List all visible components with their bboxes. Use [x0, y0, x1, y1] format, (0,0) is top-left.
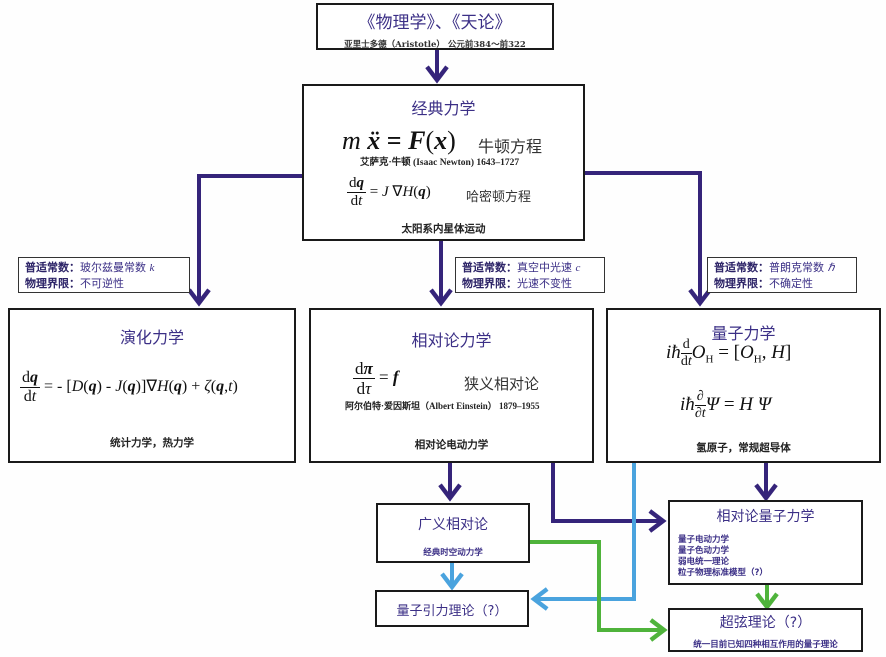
- rqm-item: 量子电动力学: [678, 535, 730, 545]
- constant-symbol: k: [149, 262, 155, 274]
- classical-application: 太阳系内星体运动: [401, 223, 486, 235]
- aristotle-box: 《物理学》、《天论》 亚里士多德（Aristotle） 公元前384～前322: [316, 3, 554, 50]
- arrow-quantum-to-qgravity: [534, 463, 636, 599]
- gr-subtitle: 经典时空动力学: [423, 548, 483, 558]
- constant-value: 普朗克常数: [769, 261, 824, 274]
- rqm-item: 弱电统一理论: [678, 557, 730, 567]
- gr-title: 广义相对论: [418, 517, 488, 533]
- relativity-application: 相对论电动力学: [414, 439, 489, 451]
- constant-label: 普适常数：: [25, 261, 80, 274]
- string-subtitle: 统一目前已知四种相互作用的量子理论: [693, 640, 838, 650]
- limit-value: 不可逆性: [80, 277, 124, 290]
- classical-mechanics-box: 经典力学 m ẍ = F(x) 牛顿方程 艾萨克·牛顿 (Isaac Newto…: [302, 84, 585, 241]
- constant-symbol: c: [575, 262, 581, 274]
- quantum-title: 量子力学: [711, 324, 776, 343]
- einstein-author: 阿尔伯特·爱因斯坦（Albert Einstein） 1879–1955: [345, 401, 540, 411]
- rqm-item: 量子色动力学: [678, 546, 730, 556]
- arrow-gr-to-string: [530, 540, 664, 630]
- aristotle-title: 《物理学》、《天论》: [358, 13, 512, 33]
- constants-box-lightspeed: 普适常数：真空中光速 c 物理界限：光速不变性: [455, 257, 605, 293]
- constant-label: 普适常数：: [462, 261, 517, 274]
- classical-title: 经典力学: [411, 99, 476, 118]
- string-title: 超弦理论（?）: [719, 615, 812, 631]
- quantum-gravity-box: 量子引力理论（?）: [375, 590, 529, 627]
- limit-label: 物理界限：: [714, 277, 769, 290]
- newton-author: 艾萨克·牛顿 (Isaac Newton) 1643–1727: [360, 158, 520, 168]
- string-theory-box: 超弦理论（?） 统一目前已知四种相互作用的量子理论: [668, 608, 863, 652]
- relativistic-qm-box: 相对论量子力学 量子电动力学 量子色动力学 弱电统一理论 粒子物理标准模型（?）: [668, 500, 863, 585]
- arrow-classical-to-evolution: [199, 174, 302, 303]
- newton-equation-label: 牛顿方程: [478, 137, 543, 156]
- limit-value: 光速不变性: [517, 277, 572, 290]
- relativity-title: 相对论力学: [411, 331, 492, 350]
- quantum-application: 氢原子，常规超导体: [696, 442, 791, 454]
- constant-value: 真空中光速: [517, 261, 572, 274]
- hamilton-equation-label: 哈密顿方程: [466, 190, 532, 205]
- newton-equation: m ẍ = F(x): [342, 126, 456, 155]
- evolution-application: 统计力学，热力学: [110, 437, 194, 449]
- arrow-relativity-to-rqm: [551, 463, 663, 521]
- arrow-classical-to-quantum: [585, 171, 700, 303]
- constant-value: 玻尔兹曼常数: [80, 261, 146, 274]
- relativity-equation-label: 狭义相对论: [464, 375, 540, 393]
- general-relativity-box: 广义相对论 经典时空动力学: [376, 503, 530, 563]
- rqm-items: 量子电动力学 量子色动力学 弱电统一理论 粒子物理标准模型（?）: [678, 535, 861, 579]
- constant-label: 普适常数：: [714, 261, 769, 274]
- limit-value: 不确定性: [769, 277, 813, 290]
- limit-label: 物理界限：: [25, 277, 80, 290]
- aristotle-subtitle: 亚里士多德（Aristotle） 公元前384～前322: [344, 40, 526, 50]
- rqm-item: 粒子物理标准模型（?）: [678, 568, 768, 578]
- constant-symbol: ℏ: [827, 262, 835, 274]
- qgravity-title: 量子引力理论（?）: [396, 604, 508, 619]
- constants-box-planck: 普适常数：普朗克常数 ℏ 物理界限：不确定性: [707, 257, 857, 293]
- constants-box-boltzmann: 普适常数：玻尔兹曼常数 k 物理界限：不可逆性: [18, 257, 190, 293]
- evolution-title: 演化力学: [119, 328, 184, 347]
- limit-label: 物理界限：: [462, 277, 517, 290]
- rqm-title: 相对论量子力学: [716, 509, 815, 525]
